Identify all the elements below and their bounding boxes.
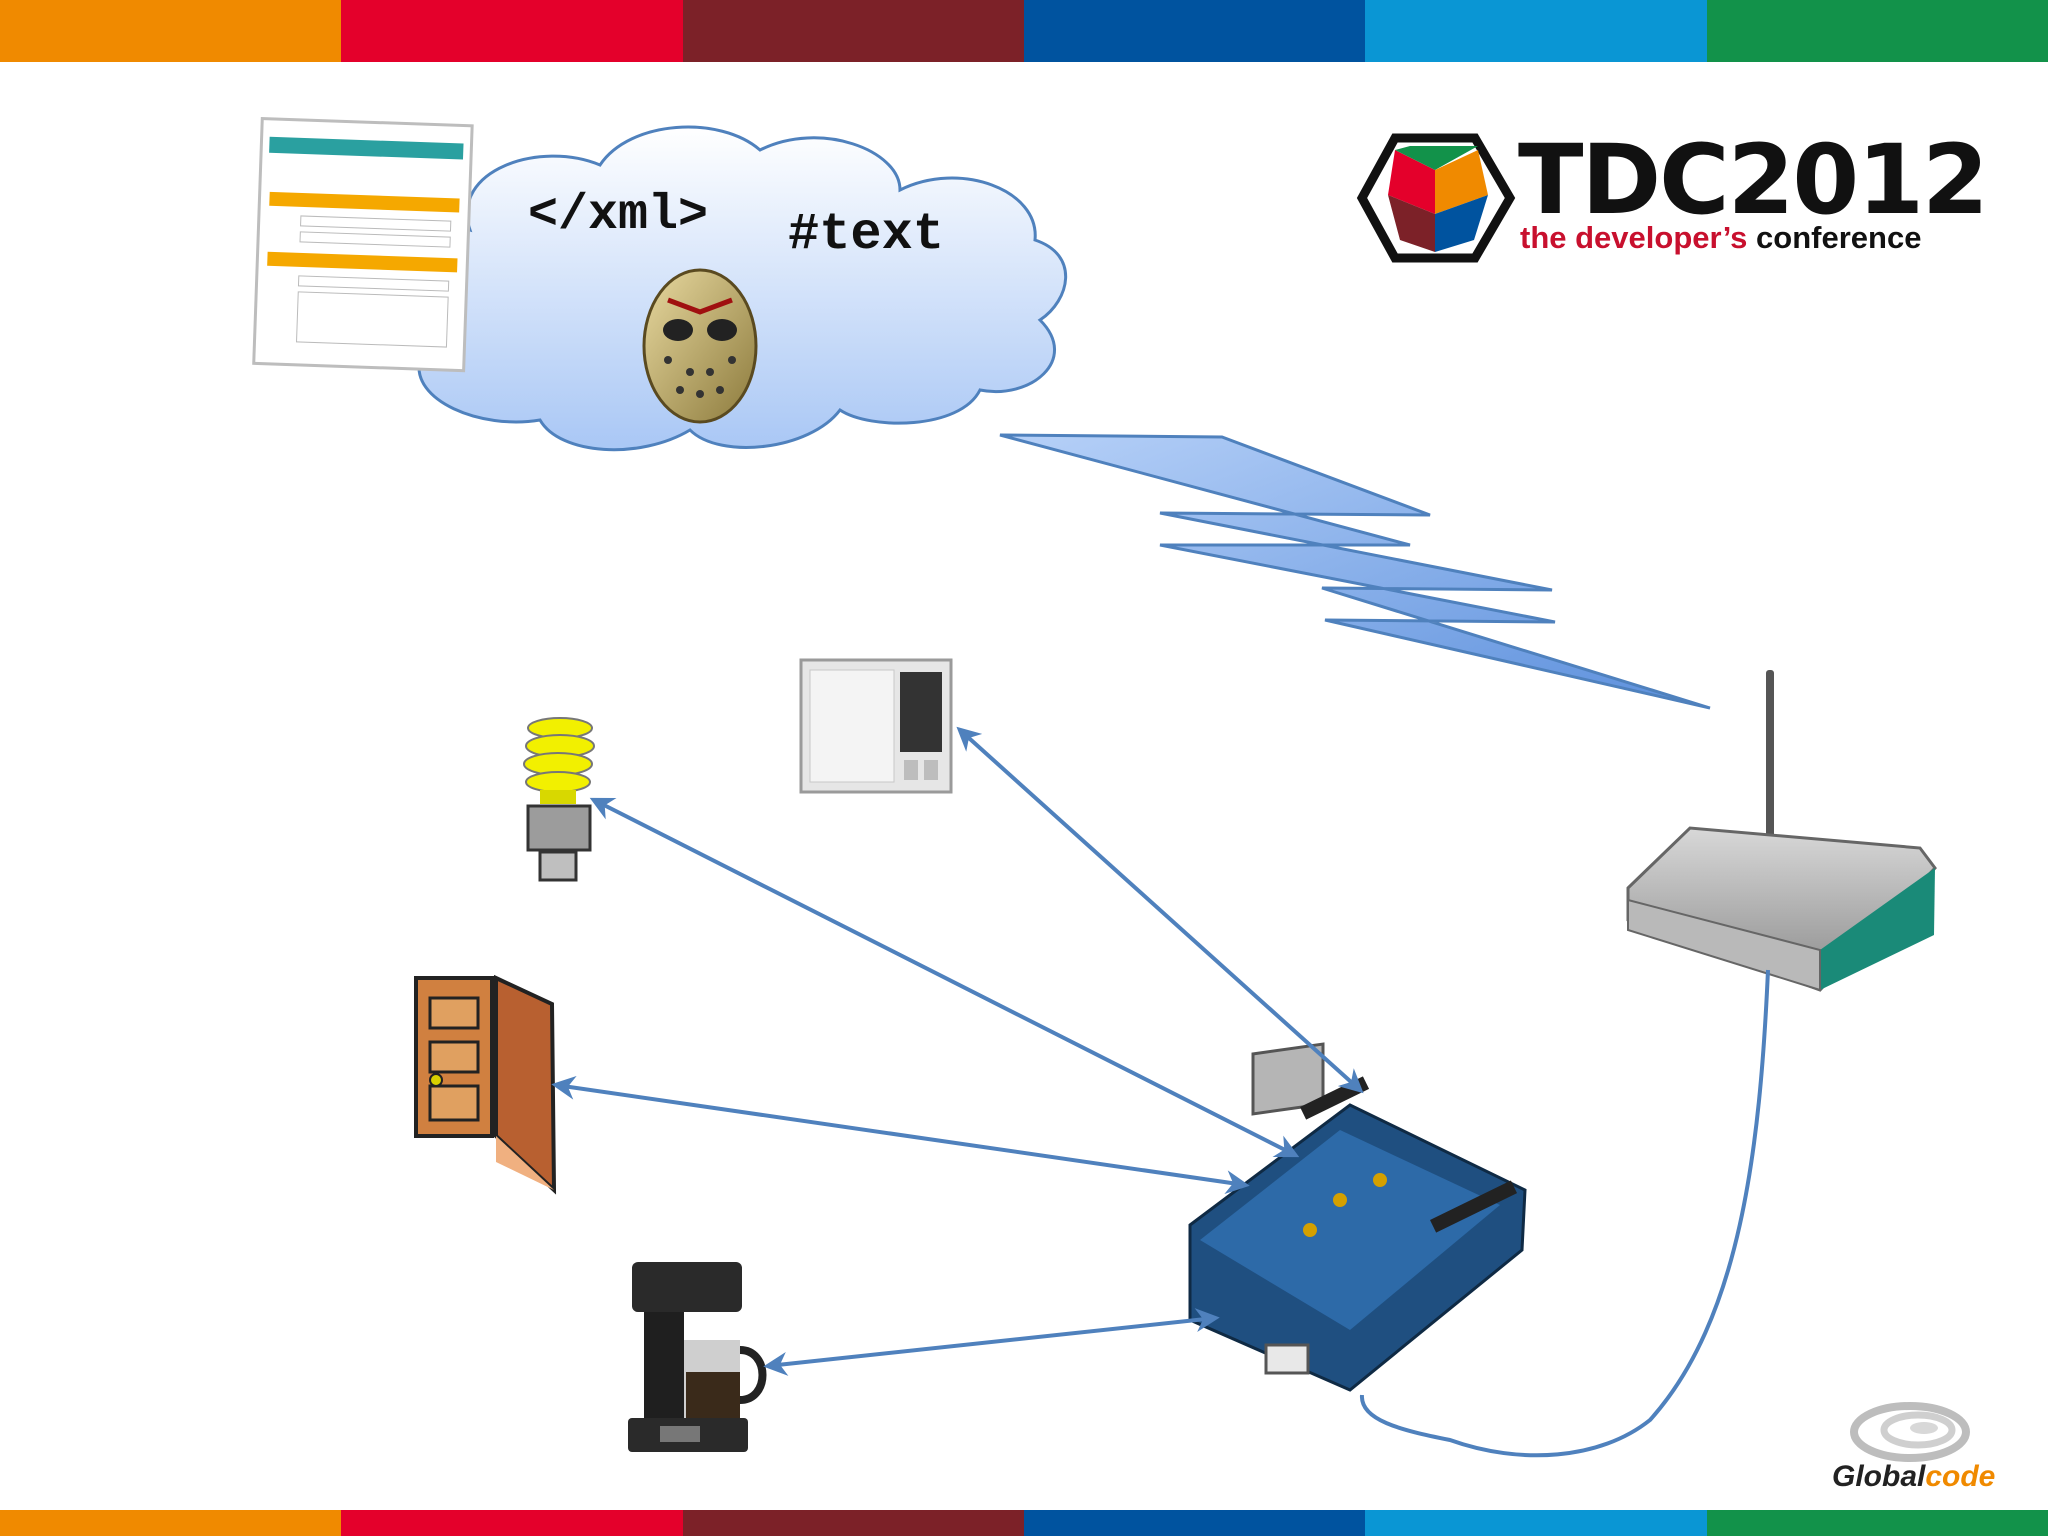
band-orange: [0, 1510, 342, 1536]
band-red: [341, 1510, 683, 1536]
band-maroon: [682, 0, 1024, 62]
wifi-router-icon: [1626, 670, 1937, 992]
top-color-band: [0, 0, 2048, 62]
arrow-board-coffee: [763, 1308, 1220, 1376]
arrow-board-ac: [956, 726, 1364, 1094]
band-dark-blue: [1023, 1510, 1366, 1536]
bottom-color-band: [0, 1510, 2048, 1536]
cable-router-board: [1359, 969, 1770, 1458]
band-green: [1706, 1510, 2048, 1536]
band-light-blue: [1365, 0, 1707, 62]
xml-code-text: </xml>: [528, 187, 708, 244]
band-green: [1706, 0, 2048, 62]
web-form-icon: [252, 116, 474, 373]
arduino-ethernet-board-icon: [1188, 1042, 1527, 1392]
band-dark-blue: [1023, 0, 1366, 62]
tdc-logo-title: TDC2012: [1518, 124, 1989, 236]
band-light-blue: [1365, 1510, 1707, 1536]
band-maroon: [682, 1510, 1024, 1536]
arrow-board-door: [551, 1075, 1250, 1195]
text-node-label: #text: [788, 205, 944, 264]
globalcode-swirl-icon: [1850, 1402, 1970, 1462]
hockey-mask-icon: [642, 268, 758, 424]
band-red: [341, 0, 683, 62]
globalcode-part2: code: [1925, 1460, 1996, 1493]
tdc-cube-logo: [1356, 133, 1516, 263]
light-bulb-icon: [523, 717, 595, 882]
door-icon: [414, 974, 557, 1195]
globalcode-part1: Global: [1832, 1460, 1926, 1493]
coffee-maker-icon: [628, 1262, 767, 1452]
air-conditioner-icon: [799, 658, 953, 794]
tagline-part1: the developer’s: [1520, 220, 1748, 255]
globalcode-logo: Globalcode: [1832, 1462, 1995, 1492]
tdc-logo-tagline: the developer’s conference: [1520, 222, 1921, 253]
band-orange: [0, 0, 342, 62]
tagline-part2: conference: [1756, 220, 1922, 255]
arrow-board-bulb: [589, 797, 1300, 1158]
lightning-bolt-icon: [999, 433, 1711, 710]
